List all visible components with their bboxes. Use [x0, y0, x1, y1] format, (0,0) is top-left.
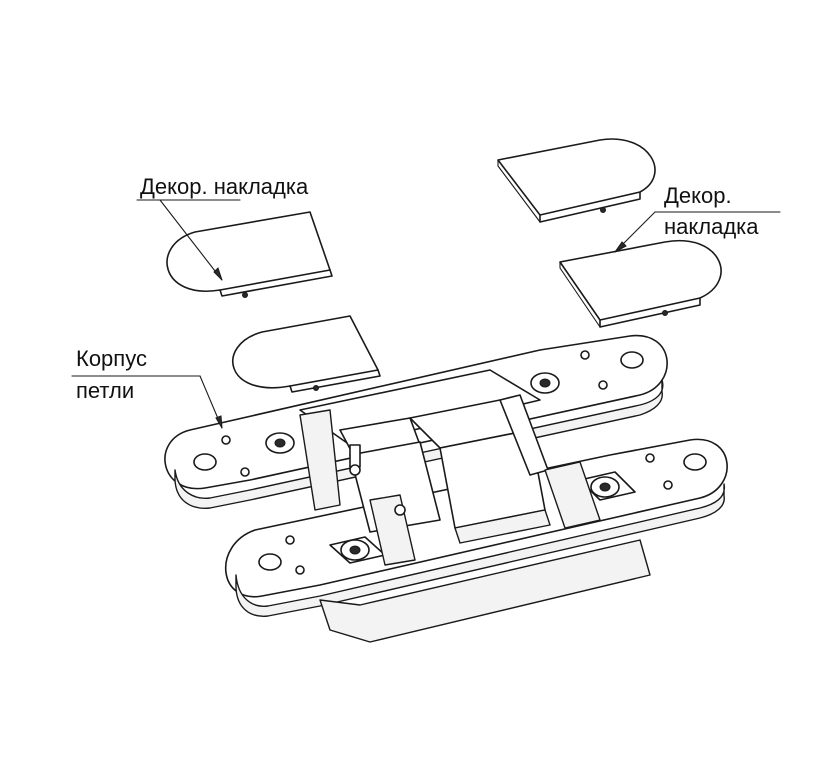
decor-plate-right [559, 239, 722, 328]
hinge-body-upper [164, 334, 668, 509]
decor-plate-left-top [166, 211, 333, 298]
decor-plate-right-label-line1: Декор. [664, 183, 732, 208]
decor-plate-left-label: Декор. накладка [140, 174, 309, 199]
leader-lines [71, 199, 781, 429]
hinge-body-label-line1: Корпус [76, 346, 147, 371]
decor-plate-right-label-line2: накладка [664, 214, 759, 239]
hinge-body-label-line2: петли [76, 378, 135, 403]
decor-plate-left-bottom [232, 315, 381, 393]
hinge-mechanism [299, 394, 601, 566]
decor-plate-top-right [497, 138, 656, 223]
